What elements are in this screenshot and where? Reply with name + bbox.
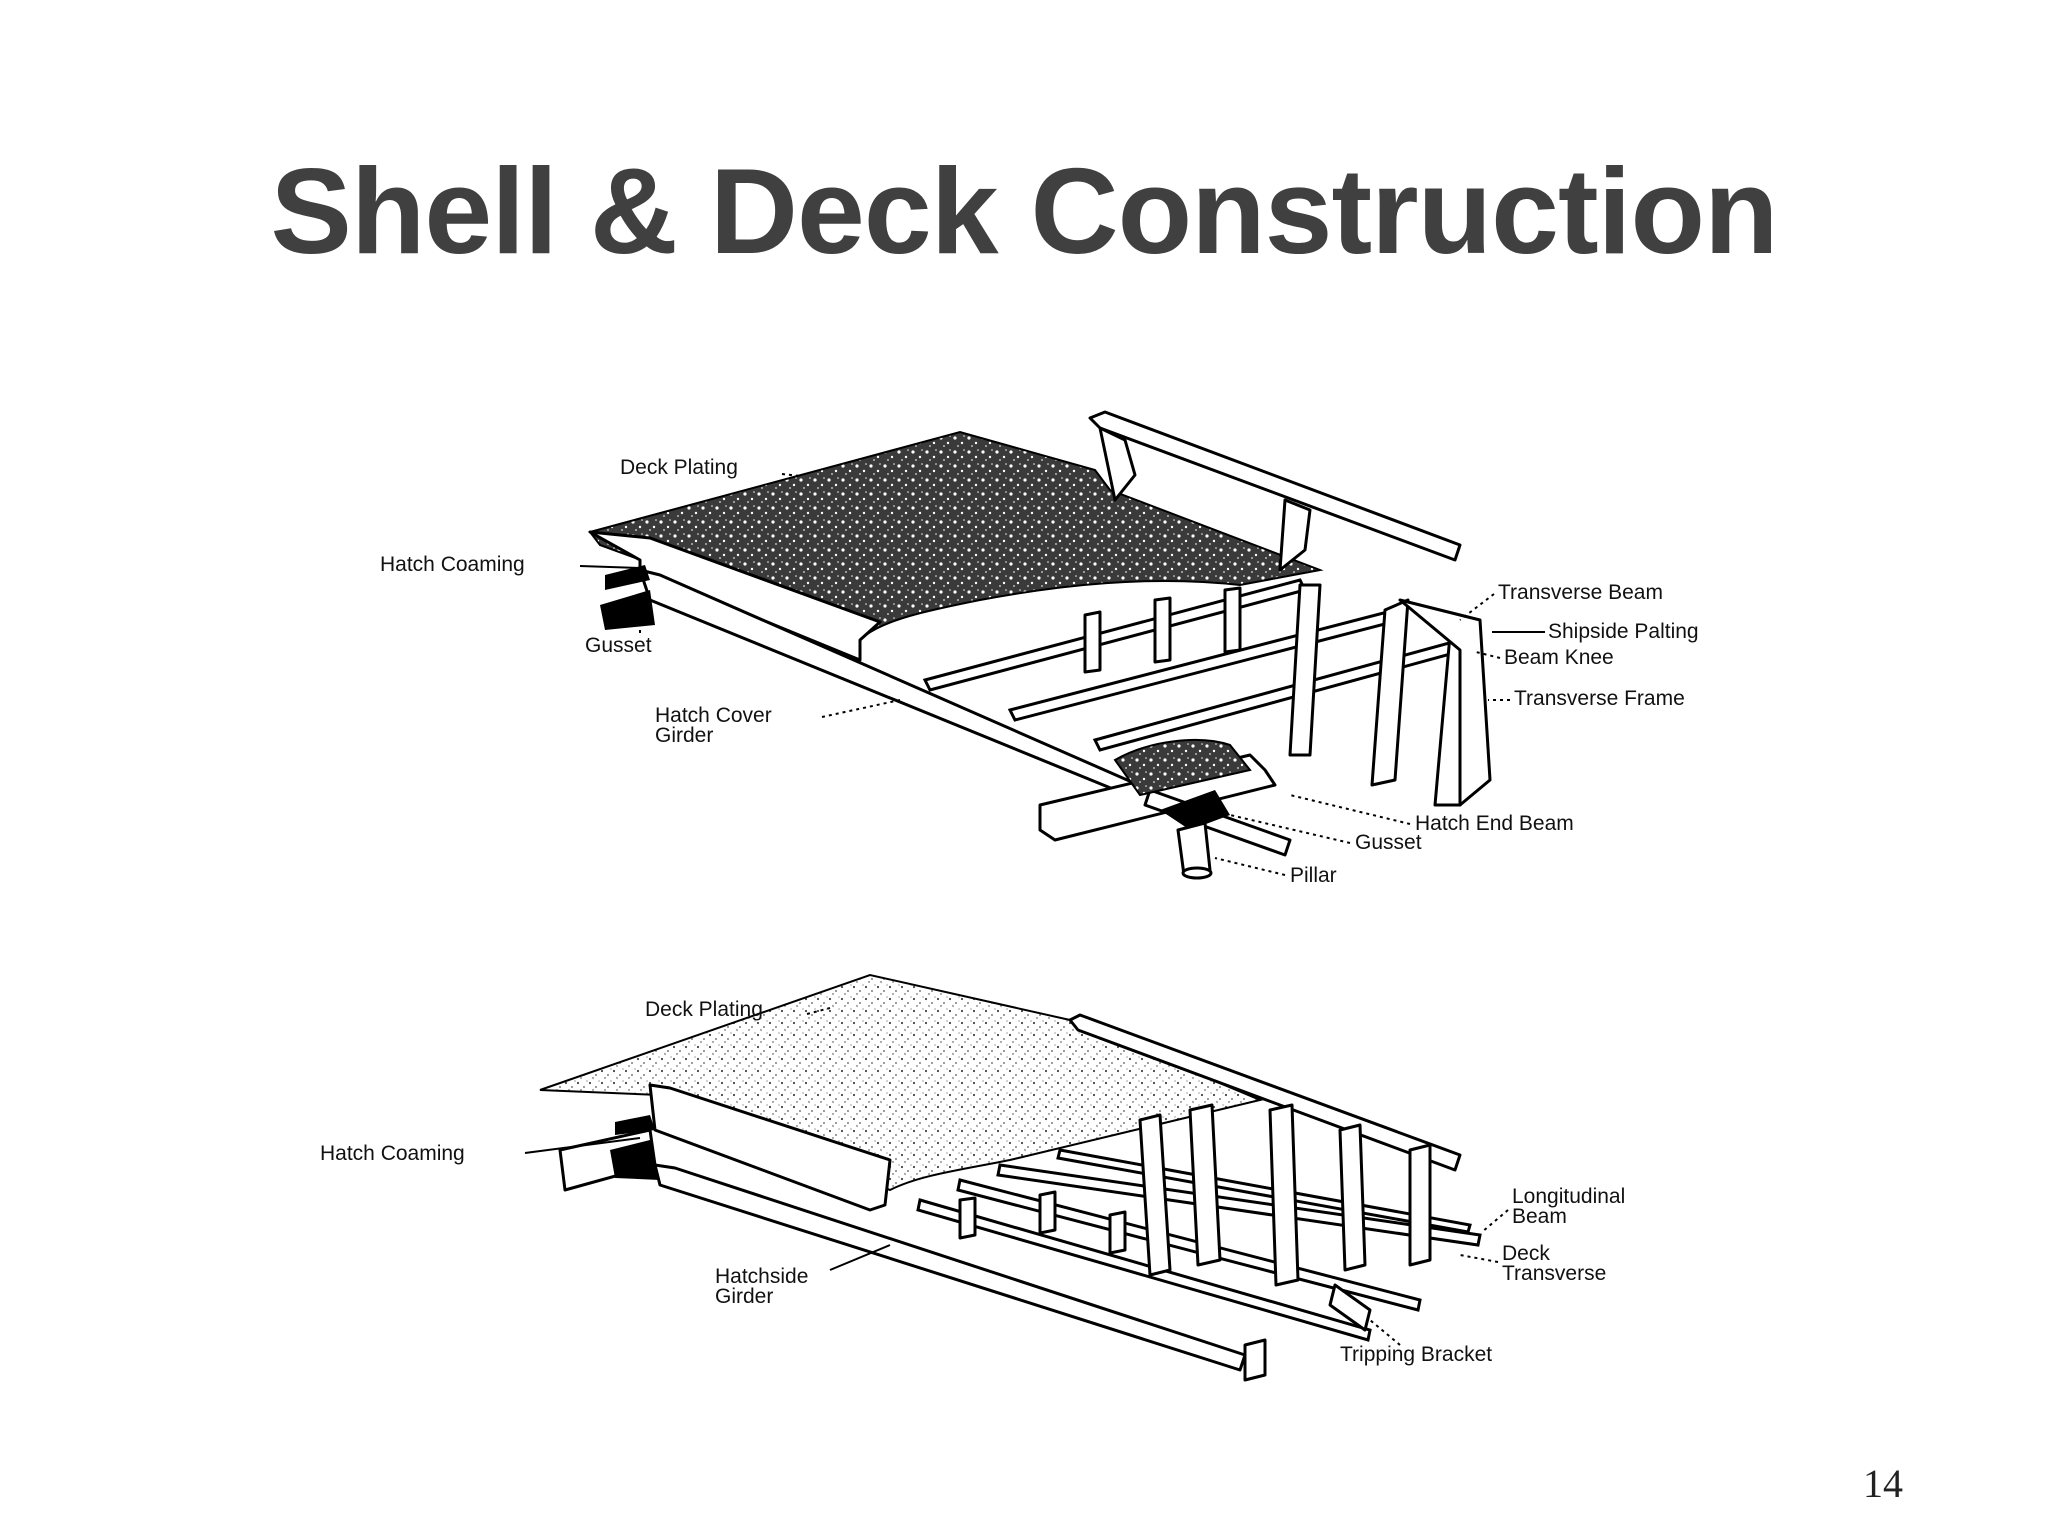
top-pillar-base bbox=[1181, 866, 1213, 880]
leader-top-deck-plating bbox=[781, 473, 801, 477]
leader-top-pillar bbox=[1214, 857, 1286, 876]
label-bottom-longitudinal-beam-2: Beam bbox=[1512, 1205, 1567, 1228]
top-hatch-coaming-shape bbox=[588, 530, 882, 662]
top-transverse-beam-3 bbox=[1092, 638, 1468, 752]
bottom-shipside-rail bbox=[1068, 1013, 1462, 1172]
top-shipside-plate bbox=[1398, 598, 1492, 807]
label-top-pillar: Pillar bbox=[1290, 864, 1337, 887]
label-bottom-deck-transverse-2: Transverse bbox=[1502, 1262, 1606, 1285]
leader-bottom-longitudinal-beam bbox=[1481, 1209, 1509, 1233]
bottom-longitudinal-beam-1 bbox=[996, 1163, 1482, 1247]
top-gusset-right-shape bbox=[1160, 790, 1230, 830]
bottom-deck-transverse-2 bbox=[1188, 1103, 1222, 1267]
top-frame-stub-2 bbox=[1153, 596, 1172, 664]
leader-top-hatch-end-beam bbox=[1289, 794, 1411, 825]
top-frame-stub-1 bbox=[1083, 610, 1102, 674]
label-bottom-hatchside-girder-1: Hatchside bbox=[715, 1265, 808, 1288]
top-transverse-frame-2 bbox=[1370, 598, 1410, 787]
leader-bottom-hatch-coaming bbox=[524, 1137, 641, 1154]
bottom-deck-transverse-5 bbox=[1408, 1143, 1432, 1267]
leader-bottom-deck-transverse bbox=[1459, 1254, 1499, 1263]
label-top-deck-plating: Deck Plating bbox=[620, 456, 738, 479]
label-top-shipside-palting: Shipside Palting bbox=[1548, 620, 1699, 643]
label-top-hatch-cover-girder-1: Hatch Cover bbox=[655, 704, 772, 727]
leader-bottom-tripping-bracket bbox=[1369, 1319, 1401, 1346]
bottom-longitudinal-beam-3 bbox=[956, 1178, 1422, 1312]
bottom-frame-stub-2 bbox=[1038, 1190, 1057, 1235]
bottom-gusset-shape bbox=[610, 1140, 660, 1180]
bottom-frame-stub-3 bbox=[1108, 1210, 1127, 1255]
bottom-longitudinal-beam-4 bbox=[916, 1198, 1372, 1342]
slide-title: Shell & Deck Construction bbox=[270, 143, 1778, 279]
leader-top-hatch-cover-girder bbox=[821, 699, 901, 718]
top-gusset-left-shape bbox=[600, 590, 655, 630]
top-gusset-left-shape-2 bbox=[605, 565, 650, 590]
bottom-frame-stub-1 bbox=[958, 1196, 977, 1240]
label-bottom-hatchside-girder-2: Girder bbox=[715, 1285, 773, 1308]
leader-top-transverse-beam bbox=[1459, 593, 1495, 621]
leader-bottom-hatchside-girder bbox=[829, 1244, 891, 1271]
label-bottom-tripping-bracket: Tripping Bracket bbox=[1340, 1343, 1492, 1366]
label-top-hatch-coaming: Hatch Coaming bbox=[380, 553, 525, 576]
bottom-hatchside-girder-shape bbox=[653, 1163, 1247, 1372]
bottom-tripping-bracket-shape bbox=[1328, 1283, 1372, 1332]
leader-top-hatch-coaming bbox=[579, 565, 641, 569]
bottom-gusset-shape-2 bbox=[615, 1115, 655, 1135]
top-shipside-bracket-2 bbox=[1278, 498, 1312, 572]
top-frame-stub-3 bbox=[1223, 586, 1242, 654]
bottom-hatchside-girder-end bbox=[1243, 1338, 1267, 1382]
top-hatch-end-deck-patch bbox=[1113, 739, 1252, 797]
bottom-deck-transverse-4 bbox=[1338, 1123, 1367, 1272]
label-top-transverse-frame: Transverse Frame bbox=[1514, 687, 1685, 710]
label-bottom-hatch-coaming: Hatch Coaming bbox=[320, 1142, 465, 1165]
label-top-gusset-left: Gusset bbox=[585, 634, 652, 657]
bottom-diagram-labels: Deck Plating Hatch Coaming Hatchside Gir… bbox=[320, 998, 1625, 1366]
label-bottom-deck-plating: Deck Plating bbox=[645, 998, 763, 1021]
top-transverse-beam-2 bbox=[1007, 608, 1403, 722]
bottom-diagram bbox=[539, 973, 1482, 1382]
top-transverse-frame-1 bbox=[1288, 583, 1322, 757]
label-top-gusset-right: Gusset bbox=[1355, 831, 1422, 854]
label-top-transverse-beam: Transverse Beam bbox=[1498, 581, 1663, 604]
page-number: 14 bbox=[1863, 1461, 1903, 1506]
label-top-hatch-end-beam: Hatch End Beam bbox=[1415, 812, 1574, 835]
top-diagram bbox=[588, 410, 1492, 880]
bottom-deck-transverse-1 bbox=[1138, 1113, 1172, 1277]
label-bottom-longitudinal-beam-1: Longitudinal bbox=[1512, 1185, 1625, 1208]
label-top-hatch-cover-girder-2: Girder bbox=[655, 724, 713, 747]
top-shipside-bracket-1 bbox=[1098, 426, 1137, 502]
top-diagram-labels: Deck Plating Hatch Coaming Gusset Hatch … bbox=[380, 456, 1699, 887]
top-shipside-rail bbox=[1088, 410, 1462, 562]
label-top-beam-knee: Beam Knee bbox=[1504, 646, 1614, 669]
bottom-deck-transverse-3 bbox=[1268, 1103, 1300, 1287]
label-bottom-deck-transverse-1: Deck bbox=[1502, 1242, 1550, 1265]
